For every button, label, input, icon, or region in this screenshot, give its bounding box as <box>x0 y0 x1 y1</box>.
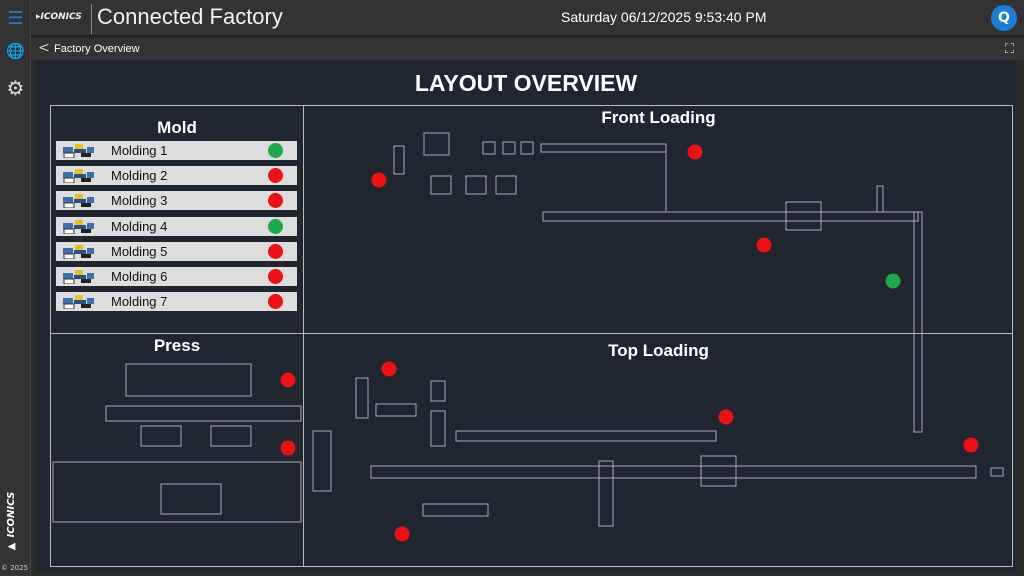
mold-row[interactable]: Molding 5 <box>56 241 297 261</box>
mold-row-label: Molding 6 <box>111 269 168 284</box>
mold-row[interactable]: Molding 3 <box>56 191 297 211</box>
front-loading-status-dot[interactable] <box>687 144 703 160</box>
mold-row[interactable]: Molding 7 <box>56 292 297 312</box>
mold-row-label: Molding 3 <box>111 193 168 209</box>
mold-row-label: Molding 7 <box>111 294 168 310</box>
molding-machine-icon <box>63 144 94 158</box>
gear-icon[interactable]: ⚙ <box>6 75 25 100</box>
app-title: Connected Factory <box>97 4 283 29</box>
fullscreen-icon[interactable]: ⛶ <box>1004 42 1014 57</box>
molding-machine-icon <box>63 295 94 310</box>
top-loading-status-dot[interactable] <box>718 409 734 425</box>
mold-title: Mold <box>157 118 197 137</box>
top-loading-title[interactable]: Top Loading <box>608 341 709 360</box>
molding-machine-icon <box>63 219 94 234</box>
mold-row[interactable]: Molding 6 <box>56 267 297 286</box>
back-chevron-icon[interactable]: < <box>38 40 50 56</box>
mold-row-label: Molding 2 <box>111 168 168 184</box>
mold-row[interactable]: Molding 4 <box>56 216 297 236</box>
molding-machine-icon <box>63 244 94 259</box>
front-loading-status-dot[interactable] <box>885 273 901 289</box>
breadcrumb[interactable]: Factory Overview <box>54 43 140 55</box>
mold-row-label: Molding 1 <box>111 143 168 158</box>
factory-schematic <box>52 132 1004 527</box>
divider <box>91 4 92 34</box>
status-indicator <box>268 243 283 259</box>
status-indicator <box>268 168 283 184</box>
top-loading-status-dot[interactable] <box>381 361 397 377</box>
front-loading-status-dot[interactable] <box>756 237 772 253</box>
front-loading-status-dot[interactable] <box>371 172 387 188</box>
molding-machine-icon <box>63 169 94 184</box>
mold-row-label: Molding 4 <box>111 218 168 234</box>
status-indicator <box>268 294 283 310</box>
press-title[interactable]: Press <box>153 336 201 355</box>
top-loading-status-dot[interactable] <box>963 437 979 453</box>
search-button[interactable]: Q <box>991 5 1017 31</box>
press-status-dot[interactable] <box>280 372 296 388</box>
layout-frame: Mold Molding 1 Molding 2 Molding 3 Molding … <box>50 105 1013 567</box>
mold-row[interactable]: Molding 2 <box>56 166 297 186</box>
iconics-logo: ▸ICONICS <box>36 12 82 22</box>
status-indicator <box>268 143 283 158</box>
divider <box>303 106 304 566</box>
divider <box>51 333 1012 334</box>
menu-icon[interactable]: ☰ <box>7 8 24 29</box>
molding-machine-icon <box>63 270 94 284</box>
status-indicator <box>268 218 283 234</box>
sidebar: ☰ 🌐 ⚙ ▶ ICONICS © 2025 <box>0 0 31 576</box>
breadcrumb-bar: < Factory Overview ⛶ <box>31 39 1024 60</box>
globe-icon[interactable]: 🌐 <box>6 41 25 60</box>
status-indicator <box>268 269 283 284</box>
front-loading-title[interactable]: Front Loading <box>601 108 716 127</box>
copyright: © 2025 <box>1 564 29 572</box>
press-status-dot[interactable] <box>280 440 296 456</box>
header: ▸ICONICS Connected Factory Saturday 06/1… <box>31 0 1024 37</box>
mold-row[interactable]: Molding 1 <box>56 141 297 160</box>
sidebar-logo: ▶ ICONICS <box>6 491 17 552</box>
search-icon: Q <box>998 10 1010 26</box>
status-indicator <box>268 193 283 209</box>
top-loading-status-dot[interactable] <box>394 526 410 542</box>
page-title: LAYOUT OVERVIEW <box>414 70 638 96</box>
molding-machine-icon <box>63 194 94 209</box>
datetime: Saturday 06/12/2025 9:53:40 PM <box>561 9 767 25</box>
mold-row-label: Molding 5 <box>111 243 168 259</box>
